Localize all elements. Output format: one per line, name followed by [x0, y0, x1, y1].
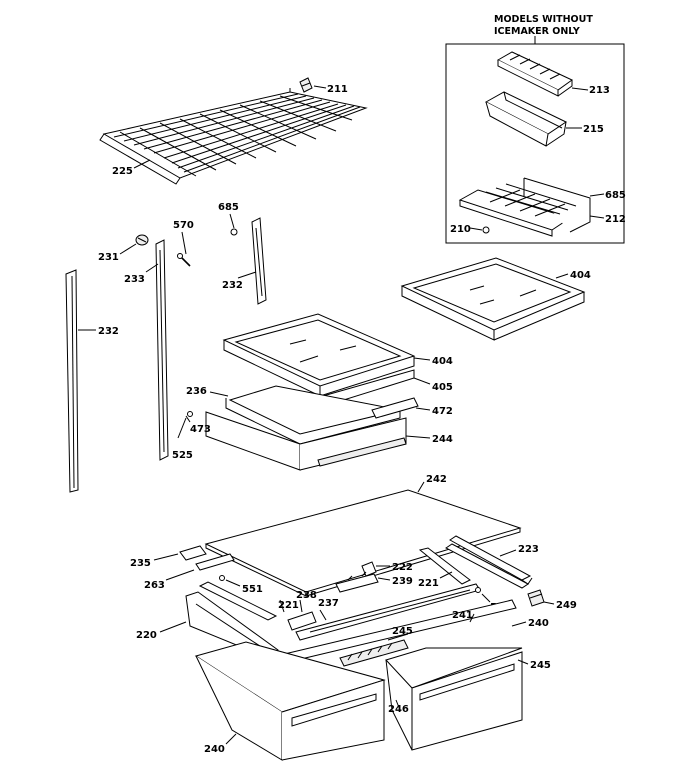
glass-shelf-404-right [400, 257, 586, 341]
crisper-drawer-left [194, 641, 386, 761]
slide-221-left [198, 581, 278, 621]
label-239: 239 [392, 576, 413, 587]
screw-551-right [475, 587, 481, 593]
label-404-center: 404 [432, 356, 453, 367]
label-236: 236 [186, 386, 207, 397]
ice-bucket [484, 91, 568, 147]
label-237: 237 [318, 598, 339, 609]
inset-title-line2: ICEMAKER ONLY [494, 26, 580, 37]
label-472: 472 [432, 406, 453, 417]
knob-231 [135, 234, 149, 246]
cover-242 [204, 489, 522, 597]
screw-551-left [219, 575, 225, 581]
screw-685 [230, 228, 238, 236]
label-240-left: 240 [204, 744, 225, 755]
label-525: 525 [172, 450, 193, 461]
label-221-left: 221 [278, 600, 299, 611]
rail-223 [445, 535, 533, 589]
label-221-right: 221 [418, 578, 439, 589]
wire-shelf [99, 88, 368, 185]
label-473: 473 [190, 424, 211, 435]
label-222: 222 [392, 562, 413, 573]
label-246: 246 [388, 704, 409, 715]
label-235: 235 [130, 558, 151, 569]
label-232-right: 232 [222, 280, 243, 291]
inset-title-line1: MODELS WITHOUT [494, 14, 593, 25]
part-238 [287, 611, 317, 631]
bracket-239 [335, 571, 379, 593]
label-223: 223 [518, 544, 539, 555]
bracket-263 [195, 553, 235, 571]
crisper-drawer-right [385, 647, 523, 751]
glass-shelf-404-center [222, 313, 416, 397]
label-404-right: 404 [570, 270, 591, 281]
label-232-left: 232 [98, 326, 119, 337]
screw-210 [482, 226, 490, 234]
label-213: 213 [589, 85, 610, 96]
label-570: 570 [173, 220, 194, 231]
clip-211 [299, 77, 313, 93]
label-210: 210 [450, 224, 471, 235]
label-242: 242 [426, 474, 447, 485]
screw-570 [177, 253, 191, 267]
ice-rack [458, 177, 591, 237]
label-215: 215 [583, 124, 604, 135]
label-212: 212 [605, 214, 626, 225]
label-685-inset: 685 [605, 190, 626, 201]
label-245-right: 245 [530, 660, 551, 671]
screw-473 [187, 411, 193, 417]
part-249 [527, 589, 545, 607]
label-238: 238 [296, 590, 317, 601]
label-231: 231 [98, 252, 119, 263]
label-220: 220 [136, 630, 157, 641]
slide-221-right [418, 547, 471, 585]
rail-233 [155, 239, 169, 461]
label-249: 249 [556, 600, 577, 611]
drawer-frame [205, 411, 407, 471]
bracket-235 [179, 545, 207, 561]
label-244: 244 [432, 434, 453, 445]
label-211: 211 [327, 84, 348, 95]
crossbar-245 [339, 639, 409, 667]
rail-232-left [65, 269, 79, 493]
label-241: 241 [452, 610, 473, 621]
label-405: 405 [432, 382, 453, 393]
label-240-right: 240 [528, 618, 549, 629]
ice-tray [496, 51, 573, 97]
label-685: 685 [218, 202, 239, 213]
label-233: 233 [124, 274, 145, 285]
slide-472 [371, 397, 419, 419]
label-245-center: 245 [392, 626, 413, 637]
rail-232-right [251, 217, 267, 305]
label-551-left: 551 [242, 584, 263, 595]
label-263: 263 [144, 580, 165, 591]
label-225: 225 [112, 166, 133, 177]
